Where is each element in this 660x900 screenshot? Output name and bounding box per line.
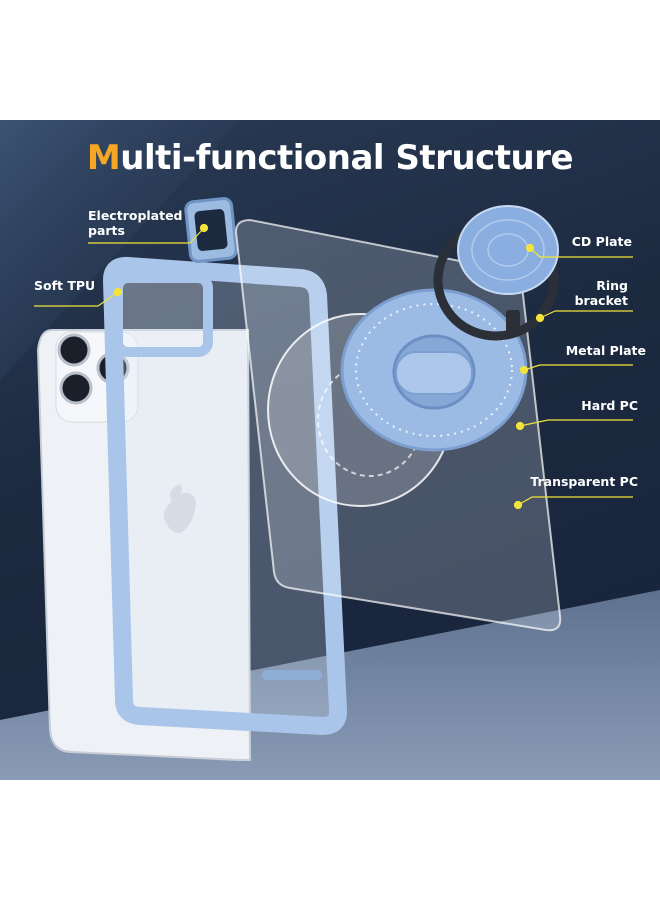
label-hard-pc: Hard PC xyxy=(581,398,638,413)
label-cd-plate: CD Plate xyxy=(571,234,632,249)
label-electroplated-parts: Electroplated parts xyxy=(88,208,183,238)
cd-plate xyxy=(457,205,559,295)
camera-cutout xyxy=(113,273,213,357)
light-beam xyxy=(0,120,240,380)
headline-text: ulti-functional Structure xyxy=(120,138,574,178)
label-line: parts xyxy=(88,223,125,238)
headline-accent-letter: M xyxy=(86,138,121,178)
label-line: bracket xyxy=(574,293,628,308)
port-cutout xyxy=(262,670,322,680)
label-line: Electroplated xyxy=(88,208,183,223)
label-soft-tpu: Soft TPU xyxy=(34,278,96,293)
headline: Multi-functional Structure xyxy=(0,138,660,178)
label-transparent-pc: Transparent PC xyxy=(530,474,638,489)
phone-body xyxy=(36,329,252,761)
product-scene: Multi-functional Structure Electroplated… xyxy=(0,120,660,780)
electroplated-camera-ring xyxy=(184,197,238,263)
brand-logo-icon xyxy=(163,484,196,534)
callout-lines xyxy=(34,223,633,510)
camera-lens-icon xyxy=(59,371,93,405)
camera-lens-icon xyxy=(57,333,91,367)
label-ring-bracket: Ring bracket xyxy=(575,278,628,308)
label-line: Ring xyxy=(596,278,628,293)
metal-plate xyxy=(340,288,528,452)
phone-case-illustration xyxy=(34,197,633,761)
label-metal-plate: Metal Plate xyxy=(565,343,646,358)
tpu-frame xyxy=(103,256,348,735)
